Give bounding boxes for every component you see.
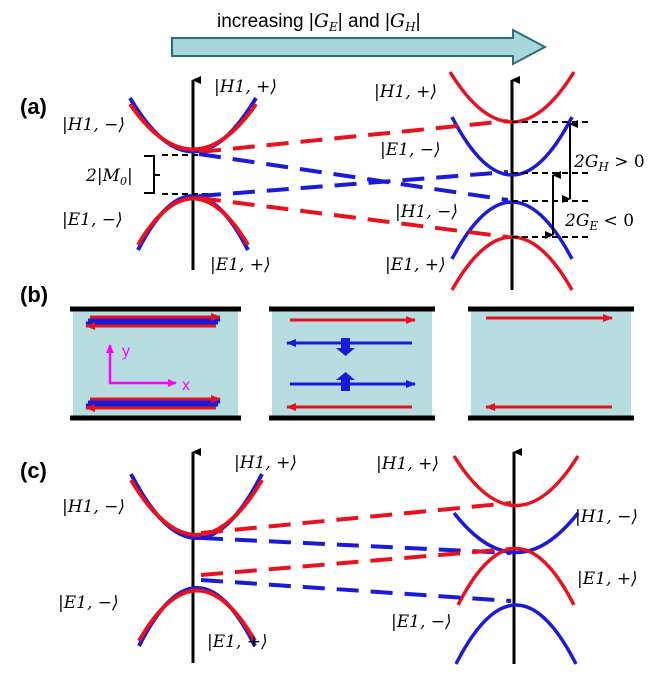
panel-c-right-ket-e1-minus: |E1, −⟩ [391,612,452,632]
panel-a-right-ket-e1-minus: |E1, −⟩ [380,140,441,160]
panel-c-left-valence-red [137,588,257,642]
panel-a-connector-e1-plus [198,196,509,239]
panel-a-label: (a) [20,94,47,119]
increasing-arrow-icon [171,28,548,66]
panel-c-right-ket-h1-plus: |H1, +⟩ [376,454,439,474]
panel-c-label: (c) [20,458,47,483]
panel-a-left-ket-h1-minus: |H1, −⟩ [62,115,125,135]
panel-a-gh-label: 2GH > 0 [573,152,645,174]
panel-a-gap-label: 2|M0| [85,166,133,188]
panel-a-left-valence-red [136,196,250,247]
panel-b-x-label: x [182,377,190,394]
panel-a-ge-label: 2GE < 0 [564,211,634,233]
panel-c-left-ket-h1-minus: |H1, −⟩ [62,497,125,517]
panel-a-right-ket-e1-plus: |E1, +⟩ [385,255,446,275]
panel-a-left-ket-h1-plus: |H1, +⟩ [214,77,277,97]
panel-c-connector-h1-blue [200,536,512,555]
panel-c-right-e1-plus-band [456,547,576,606]
panel-a-connector-e1-blue [198,170,509,198]
panel-c-right-ket-h1-minus: |H1, −⟩ [575,507,638,527]
panel-b-box-2-fill [272,309,432,418]
panel-b-box-2-up-arrow-icon [341,377,350,391]
panel-a-left-conduction-red [128,102,258,152]
panel-c-left-ket-e1-plus: |E1, +⟩ [207,632,268,652]
panel-b-box-1: y x [70,306,241,421]
panel-c: (c) |H1, +⟩ |H1, −⟩ |E1, −⟩ |E1, +⟩ |H1,… [20,448,638,665]
panel-a-right-e1-minus-band [450,116,574,177]
panel-b-box-2-down-arrow-icon [341,338,350,352]
panel-c-right-ket-e1-plus: |E1, +⟩ [577,569,638,589]
panel-a-connector-h1-blue [198,152,509,202]
panel-c-right-e1-minus-band [454,603,578,665]
panel-a-right-ket-h1-minus: |H1, −⟩ [395,202,458,222]
panel-a-left-ket-e1-minus: |E1, −⟩ [62,210,123,230]
panel-c-right-h1-plus-band [452,455,580,508]
panel-b-box-2-up-arrow-head-icon [336,372,355,380]
panel-b-box-3-fill [471,309,631,418]
panel-a-left-ket-e1-plus: |E1, +⟩ [210,255,271,275]
panel-c-connector-e1-red [200,547,512,577]
panel-c-left-ket-e1-minus: |E1, −⟩ [58,593,119,613]
header: increasing |GE| and |GH| [171,10,548,66]
panel-a-connector-h1-minus [198,119,509,154]
panel-b-box-2 [269,306,435,421]
panel-c-left-conduction-red [129,478,264,537]
panel-c-right-h1-minus-band [452,511,580,555]
panel-a-right-ket-h1-plus: |H1, +⟩ [374,82,437,102]
panel-c-connector-e1-blue [200,578,512,603]
panel-c-left-ket-h1-plus: |H1, +⟩ [234,453,297,473]
panel-c-connector-h1-red [200,501,512,535]
panel-b-label: (b) [20,282,48,307]
panel-b: (b) y x [20,282,634,421]
header-title: increasing |GE| and |GH| [217,10,421,34]
panel-a-gap-bracket [144,155,155,194]
panel-b-box-2-down-arrow-head-icon [336,348,355,356]
panel-b-y-label: y [122,343,130,360]
panel-a: (a) 2|M0| |H1, +⟩ |H1, −⟩ |E1, −⟩ |E1, +… [20,71,645,291]
panel-b-box-3 [468,306,634,421]
